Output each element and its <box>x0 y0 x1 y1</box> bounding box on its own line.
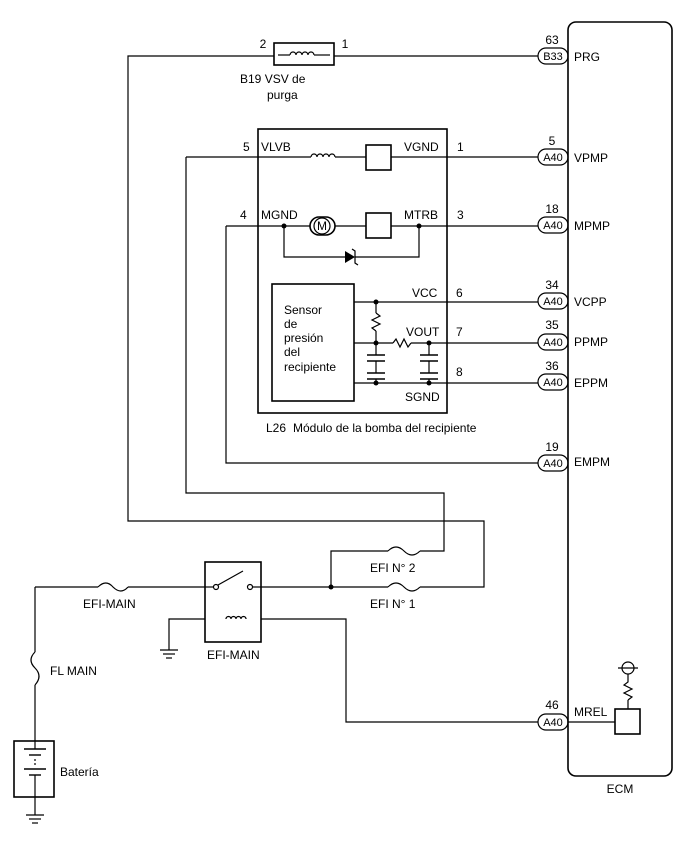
sensor-label-line5: recipiente <box>284 360 336 374</box>
vsv-label-line2: purga <box>267 88 298 102</box>
fuse-fl-main-label: FL MAIN <box>50 664 97 678</box>
connector-code: A40 <box>543 377 563 389</box>
vsv-label-line1: B19 VSV de <box>240 72 306 86</box>
ecm-pin-prg: 63 B33 PRG <box>537 33 600 65</box>
fuse-efi-main-label: EFI-MAIN <box>83 597 136 611</box>
harness-wires <box>34 55 538 815</box>
connector-code: A40 <box>543 220 563 232</box>
ground-icon <box>160 649 178 659</box>
pin-number: 34 <box>545 278 559 292</box>
fuse-efi-no2: EFI N° 2 <box>370 546 421 575</box>
fuse-efi-main: EFI-MAIN <box>83 582 136 611</box>
connector-code: A40 <box>543 296 563 308</box>
pin-name: EMPM <box>574 455 610 469</box>
pin-number: 63 <box>545 33 559 47</box>
fuse-efi-no1-label: EFI N° 1 <box>370 597 416 611</box>
pin-number: 5 <box>549 134 556 148</box>
pin-number: 35 <box>545 318 559 332</box>
relay-label: EFI-MAIN <box>207 648 260 662</box>
connector-code: A40 <box>543 458 563 470</box>
connector-code: A40 <box>543 337 563 349</box>
battery-icon <box>13 740 55 798</box>
ecm-pin-vcpp: 34 A40 VCPP <box>537 278 607 310</box>
battery-label: Batería <box>60 765 99 779</box>
sensor-label-line3: presión <box>284 331 323 345</box>
ground-icon <box>26 814 44 824</box>
module-pin-6: 6 <box>456 286 463 300</box>
module-pin-sgnd: SGND <box>405 390 440 404</box>
pin-name: MREL <box>574 705 608 719</box>
pin-number: 36 <box>545 359 559 373</box>
module-pin-mtrb: MTRB <box>404 208 438 222</box>
connector-code: A40 <box>543 717 563 729</box>
sensor-circuit <box>354 299 538 386</box>
module-pin-5: 5 <box>243 140 250 154</box>
pressure-sensor-box <box>271 283 355 402</box>
module-pin-mgnd: MGND <box>261 208 298 222</box>
connector-code: A40 <box>543 152 563 164</box>
vent-valve-circuit <box>186 144 538 171</box>
motor-symbol: M <box>317 219 327 233</box>
pump-module-id: L26 <box>266 421 286 435</box>
module-pin-vcc: VCC <box>412 286 438 300</box>
fuse-fl-main: FL MAIN <box>30 651 97 686</box>
pump-motor-circuit: M <box>226 212 538 266</box>
vsv-pin-right: 1 <box>342 37 349 51</box>
vsv-pin-left: 2 <box>260 37 267 51</box>
module-pin-vgnd: VGND <box>404 140 439 154</box>
motor-icon <box>313 217 331 235</box>
pin-number: 46 <box>545 698 559 712</box>
fuse-efi-no1: EFI N° 1 <box>370 582 421 611</box>
fuse-efi-no2-label: EFI N° 2 <box>370 561 416 575</box>
ecm-pin-eppm: 36 A40 EPPM <box>537 359 608 391</box>
ecm-label: ECM <box>607 782 634 796</box>
ecm-pin-ppmp: 35 A40 PPMP <box>537 318 608 351</box>
pin-name: PRG <box>574 50 600 64</box>
pin-name: PPMP <box>574 335 608 349</box>
sensor-label-line4: del <box>284 345 300 359</box>
ecm-box <box>567 21 673 777</box>
ecm-pin-mpmp: 18 A40 MPMP <box>537 202 610 234</box>
sensor-label-line1: Sensor <box>284 303 322 317</box>
module-pin-8: 8 <box>456 365 463 379</box>
mrel-internal-driver <box>568 661 641 735</box>
connector-code: B33 <box>543 51 563 63</box>
pin-number: 18 <box>545 202 559 216</box>
efi-main-relay: EFI-MAIN <box>204 561 262 662</box>
vsv-purge: 2 1 B19 VSV de purga <box>240 37 349 102</box>
pump-module-name: Módulo de la bomba del recipiente <box>293 421 477 435</box>
pin-name: MPMP <box>574 219 610 233</box>
pin-name: VPMP <box>574 151 608 165</box>
pin-name: EPPM <box>574 376 608 390</box>
module-pin-7: 7 <box>456 325 463 339</box>
sensor-label-line2: de <box>284 317 298 331</box>
pin-number: 19 <box>545 440 559 454</box>
pin-name: VCPP <box>574 295 607 309</box>
ecm-pin-empm: 19 A40 EMPM <box>537 440 610 472</box>
ecm-pin-vpmp: 5 A40 VPMP <box>537 134 608 166</box>
module-pin-1: 1 <box>457 140 464 154</box>
module-pin-4: 4 <box>240 208 247 222</box>
module-pin-vlvb: VLVB <box>261 140 291 154</box>
module-pin-vout: VOUT <box>406 325 440 339</box>
module-pin-3: 3 <box>457 208 464 222</box>
